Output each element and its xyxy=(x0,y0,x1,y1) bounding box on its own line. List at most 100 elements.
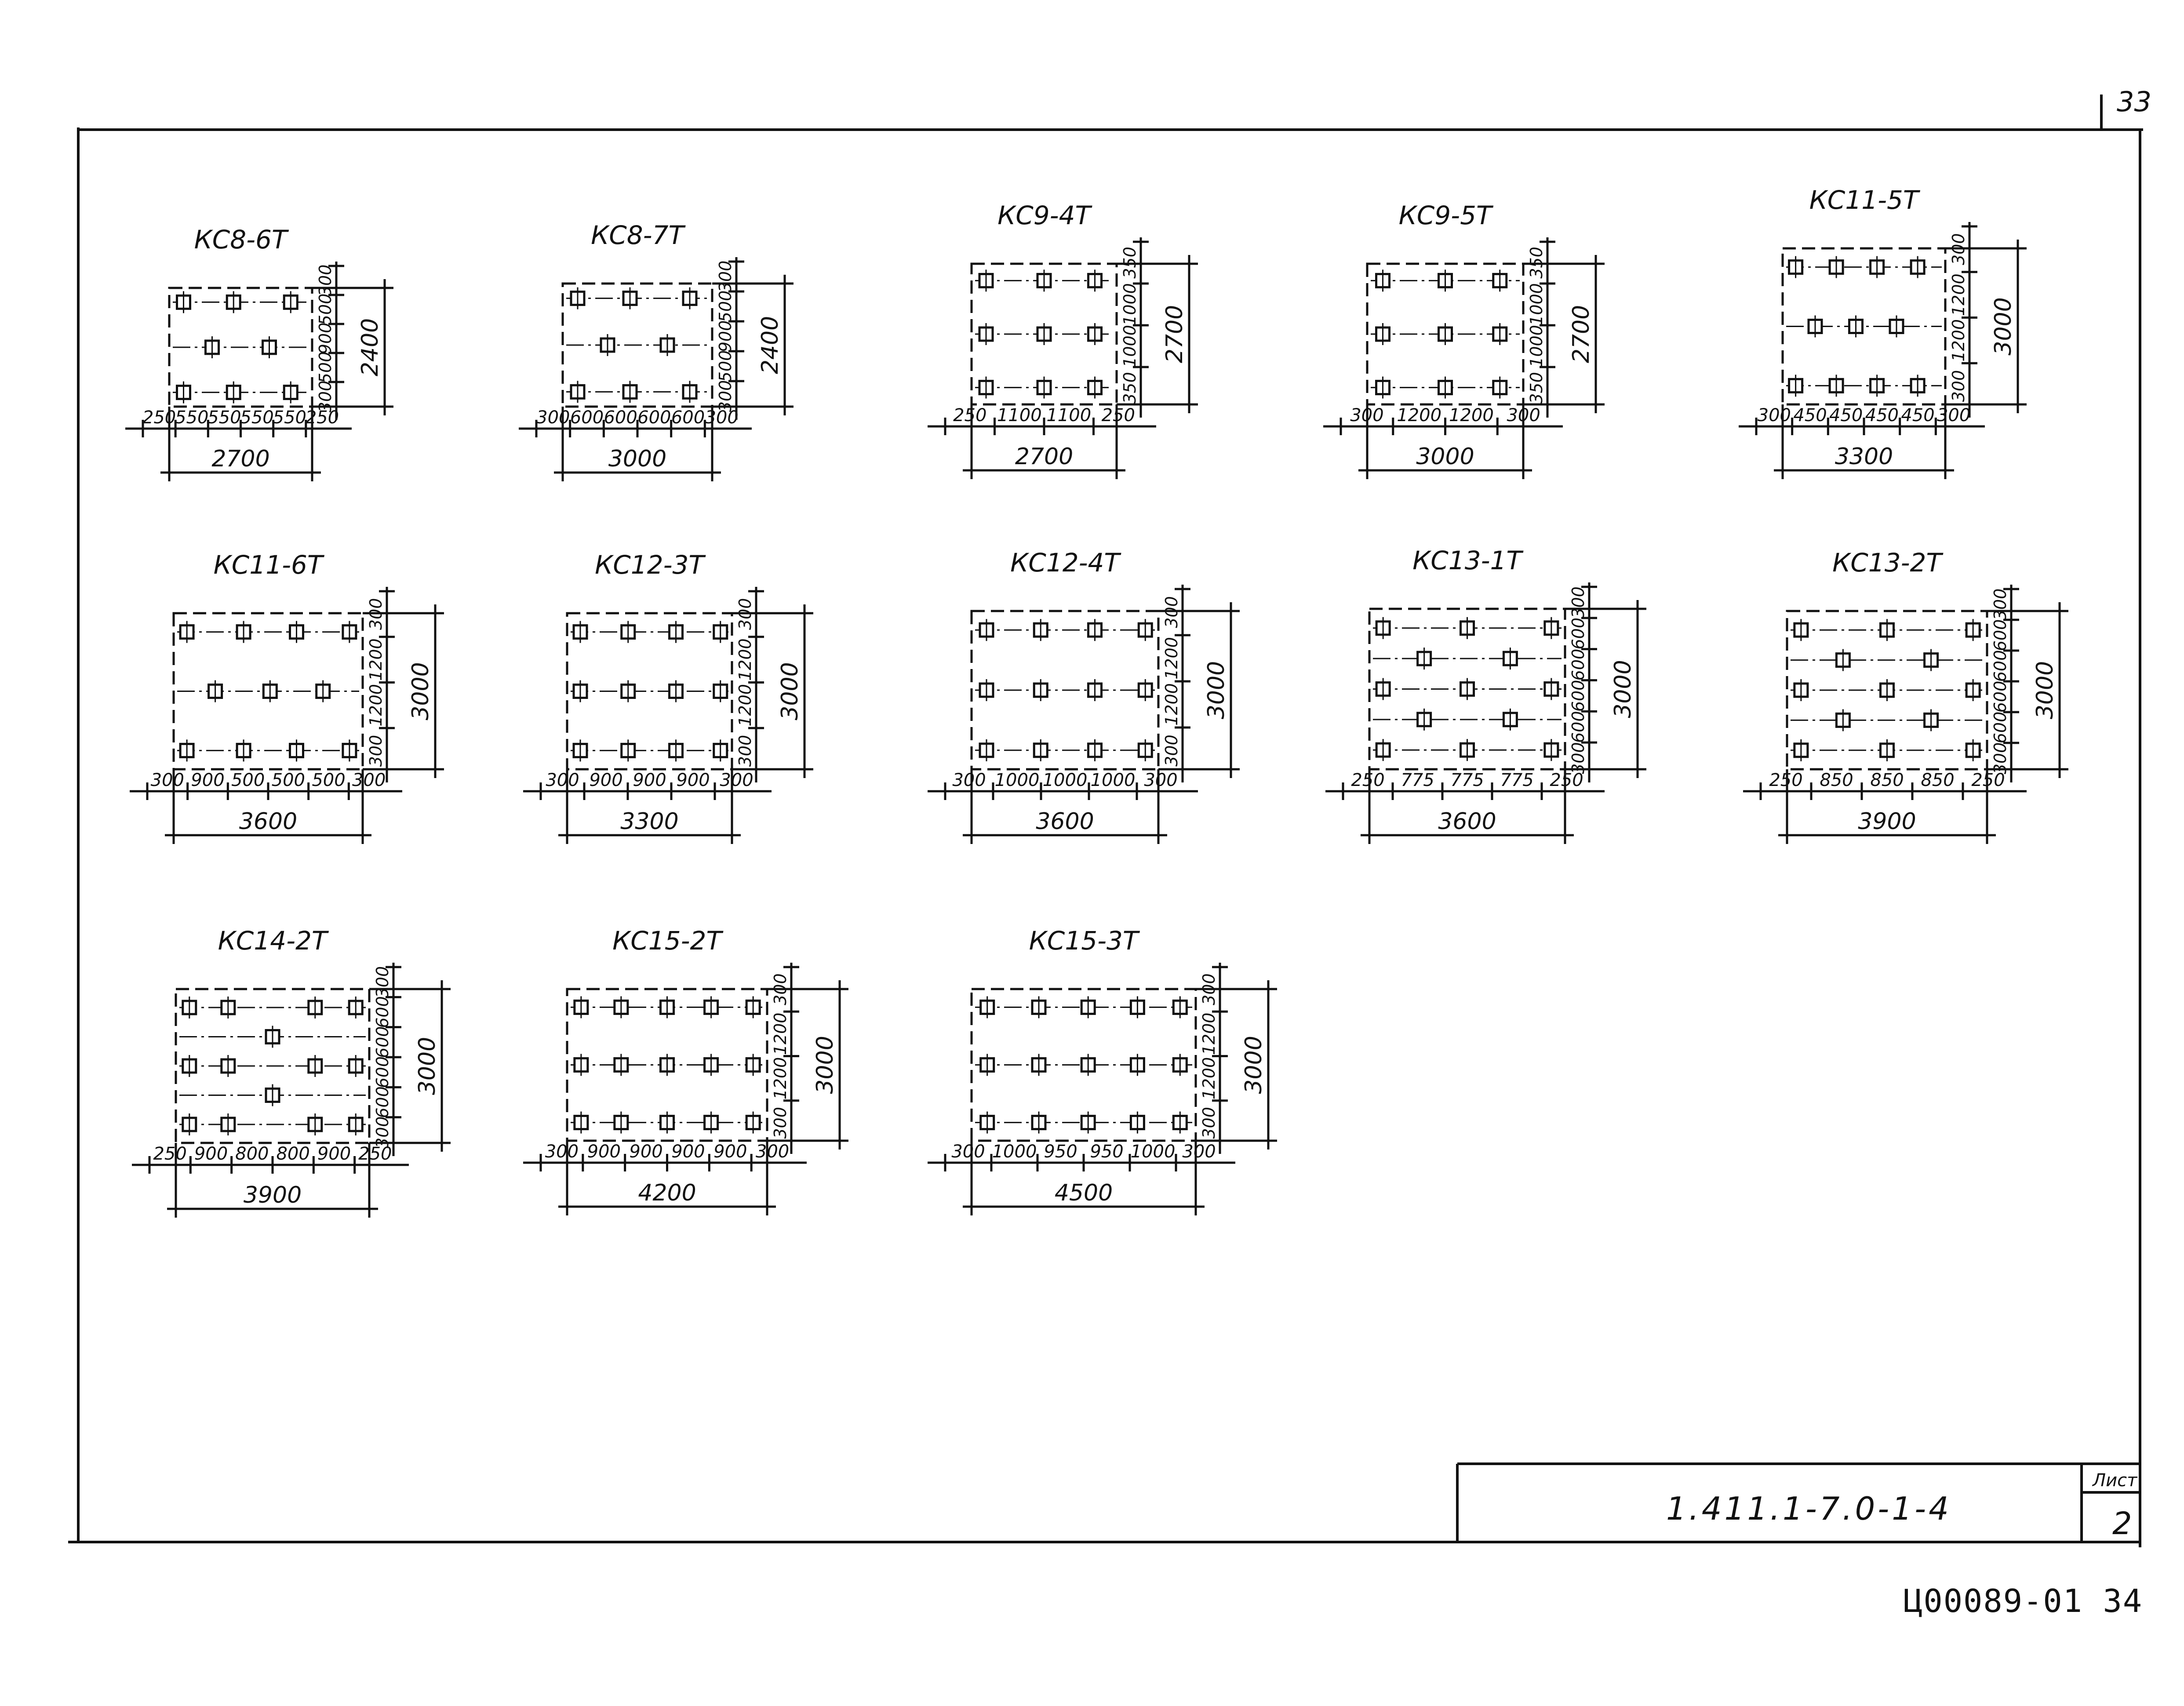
dimension-label: 250 xyxy=(1971,770,2005,790)
dimension-label: 300 xyxy=(716,380,735,412)
dimension-label: 1000 xyxy=(1131,1142,1176,1162)
grillage-outline xyxy=(175,988,371,1144)
foundation-plan xyxy=(1323,237,1605,479)
foundation-plan xyxy=(928,963,1277,1215)
foundation-plan xyxy=(1739,222,2027,479)
dimension-label: 1200 xyxy=(366,638,386,681)
dimension-label: 250 xyxy=(358,1144,392,1164)
total-height-label: 3000 xyxy=(1990,297,2017,355)
dimension-label: 1100 xyxy=(997,405,1042,426)
dimension-label: 300 xyxy=(756,1142,789,1162)
dimension-label: 800 xyxy=(235,1144,269,1164)
dimension-label: 450 xyxy=(1901,405,1934,426)
dimension-label: 600 xyxy=(373,1026,392,1059)
dimension-label: 600 xyxy=(1991,619,2010,651)
dimension-label: 1000 xyxy=(995,770,1040,790)
dimension-label: 1200 xyxy=(771,1013,790,1055)
dimension-label: 300 xyxy=(1507,405,1540,426)
plan-title: КС13-2Т xyxy=(1832,548,1944,578)
dimension-label: 1200 xyxy=(735,638,755,681)
total-width-label: 2700 xyxy=(1015,444,1073,470)
foundation-plan xyxy=(928,585,1240,844)
dimension-label: 1200 xyxy=(1449,405,1494,426)
dimension-label: 900 xyxy=(671,1142,705,1162)
total-height-label: 3000 xyxy=(812,1036,838,1094)
dimension-label: 800 xyxy=(276,1144,309,1164)
dimension-label: 300 xyxy=(366,735,386,767)
dimension-label: 600 xyxy=(1991,650,2010,682)
plan-title: КС8-6Т xyxy=(194,225,289,255)
dimension-label: 1200 xyxy=(1949,319,1968,362)
dimension-label: 900 xyxy=(317,1144,351,1164)
grillage-outline xyxy=(566,988,768,1142)
dimension-label: 900 xyxy=(191,770,224,790)
dimension-label: 600 xyxy=(373,1086,392,1118)
dimension-label: 300 xyxy=(705,407,738,428)
dimension-label: 300 xyxy=(316,381,335,413)
dimension-label: 450 xyxy=(1793,405,1827,426)
foundation-plan xyxy=(130,587,444,844)
dimension-label: 500 xyxy=(716,291,735,323)
total-width-label: 4500 xyxy=(1055,1180,1113,1206)
dimension-label: 350 xyxy=(1527,372,1546,404)
foundation-plan xyxy=(928,237,1198,479)
dimension-label: 600 xyxy=(1991,681,2010,713)
dimension-label: 300 xyxy=(536,407,570,428)
total-height-label: 3000 xyxy=(414,1037,440,1095)
dimension-label: 500 xyxy=(316,294,335,326)
grillage-outline xyxy=(1781,247,1947,406)
total-width-label: 3300 xyxy=(620,808,678,835)
total-height-label: 3000 xyxy=(1610,660,1636,718)
dimension-label: 550 xyxy=(240,407,273,428)
total-width-label: 4200 xyxy=(638,1180,696,1206)
dimension-label: 850 xyxy=(1921,770,1954,790)
foundation-plan xyxy=(1743,585,2068,844)
total-height-label: 2700 xyxy=(1161,305,1188,363)
dimension-label: 1000 xyxy=(1527,325,1546,367)
dimension-label: 900 xyxy=(629,1142,662,1162)
dimension-label: 600 xyxy=(637,407,671,428)
grillage-outline xyxy=(561,282,713,408)
dimension-label: 250 xyxy=(153,1144,186,1164)
dimension-label: 1200 xyxy=(735,684,755,727)
plan-title: КС9-4Т xyxy=(997,200,1092,230)
dimension-label: 300 xyxy=(1991,589,2010,621)
dimension-label: 600 xyxy=(570,407,604,428)
dimension-label: 300 xyxy=(1162,735,1181,767)
total-width-label: 3000 xyxy=(608,446,666,472)
total-height-label: 3000 xyxy=(2032,661,2058,719)
dimension-label: 1200 xyxy=(771,1057,790,1100)
dimension-label: 250 xyxy=(1769,770,1802,790)
dimension-label: 300 xyxy=(1937,405,1970,426)
dimension-label: 300 xyxy=(316,265,335,297)
dimension-label: 1200 xyxy=(1397,405,1441,426)
dimension-label: 775 xyxy=(1450,770,1484,790)
dimension-label: 550 xyxy=(207,407,241,428)
dimension-label: 1100 xyxy=(1046,405,1091,426)
grillage-outline xyxy=(1366,262,1525,406)
dimension-label: 450 xyxy=(1829,405,1863,426)
total-height-label: 3000 xyxy=(1203,661,1230,719)
dimension-label: 900 xyxy=(589,770,622,790)
dimension-label: 900 xyxy=(316,323,335,355)
dimension-label: 1200 xyxy=(1949,273,1968,316)
dimension-label: 900 xyxy=(716,320,735,353)
foundation-plan xyxy=(523,587,813,844)
total-height-label: 3000 xyxy=(777,662,803,720)
total-height-label: 2400 xyxy=(757,316,783,374)
dimension-label: 600 xyxy=(1569,618,1588,650)
dimension-label: 550 xyxy=(273,407,306,428)
page-number: 33 xyxy=(2117,86,2151,118)
dimension-label: 600 xyxy=(671,407,705,428)
dimension-label: 600 xyxy=(1569,711,1588,743)
dimension-label: 775 xyxy=(1500,770,1533,790)
dimension-label: 1200 xyxy=(366,684,386,727)
total-height-label: 3000 xyxy=(1241,1036,1267,1094)
dimension-label: 300 xyxy=(151,770,184,790)
dimension-label: 350 xyxy=(1527,247,1546,279)
dimension-label: 600 xyxy=(373,1056,392,1088)
dimension-label: 1200 xyxy=(1162,637,1181,680)
dimension-label: 300 xyxy=(951,1142,985,1162)
dimension-label: 500 xyxy=(316,352,335,384)
dimension-label: 300 xyxy=(771,973,790,1005)
